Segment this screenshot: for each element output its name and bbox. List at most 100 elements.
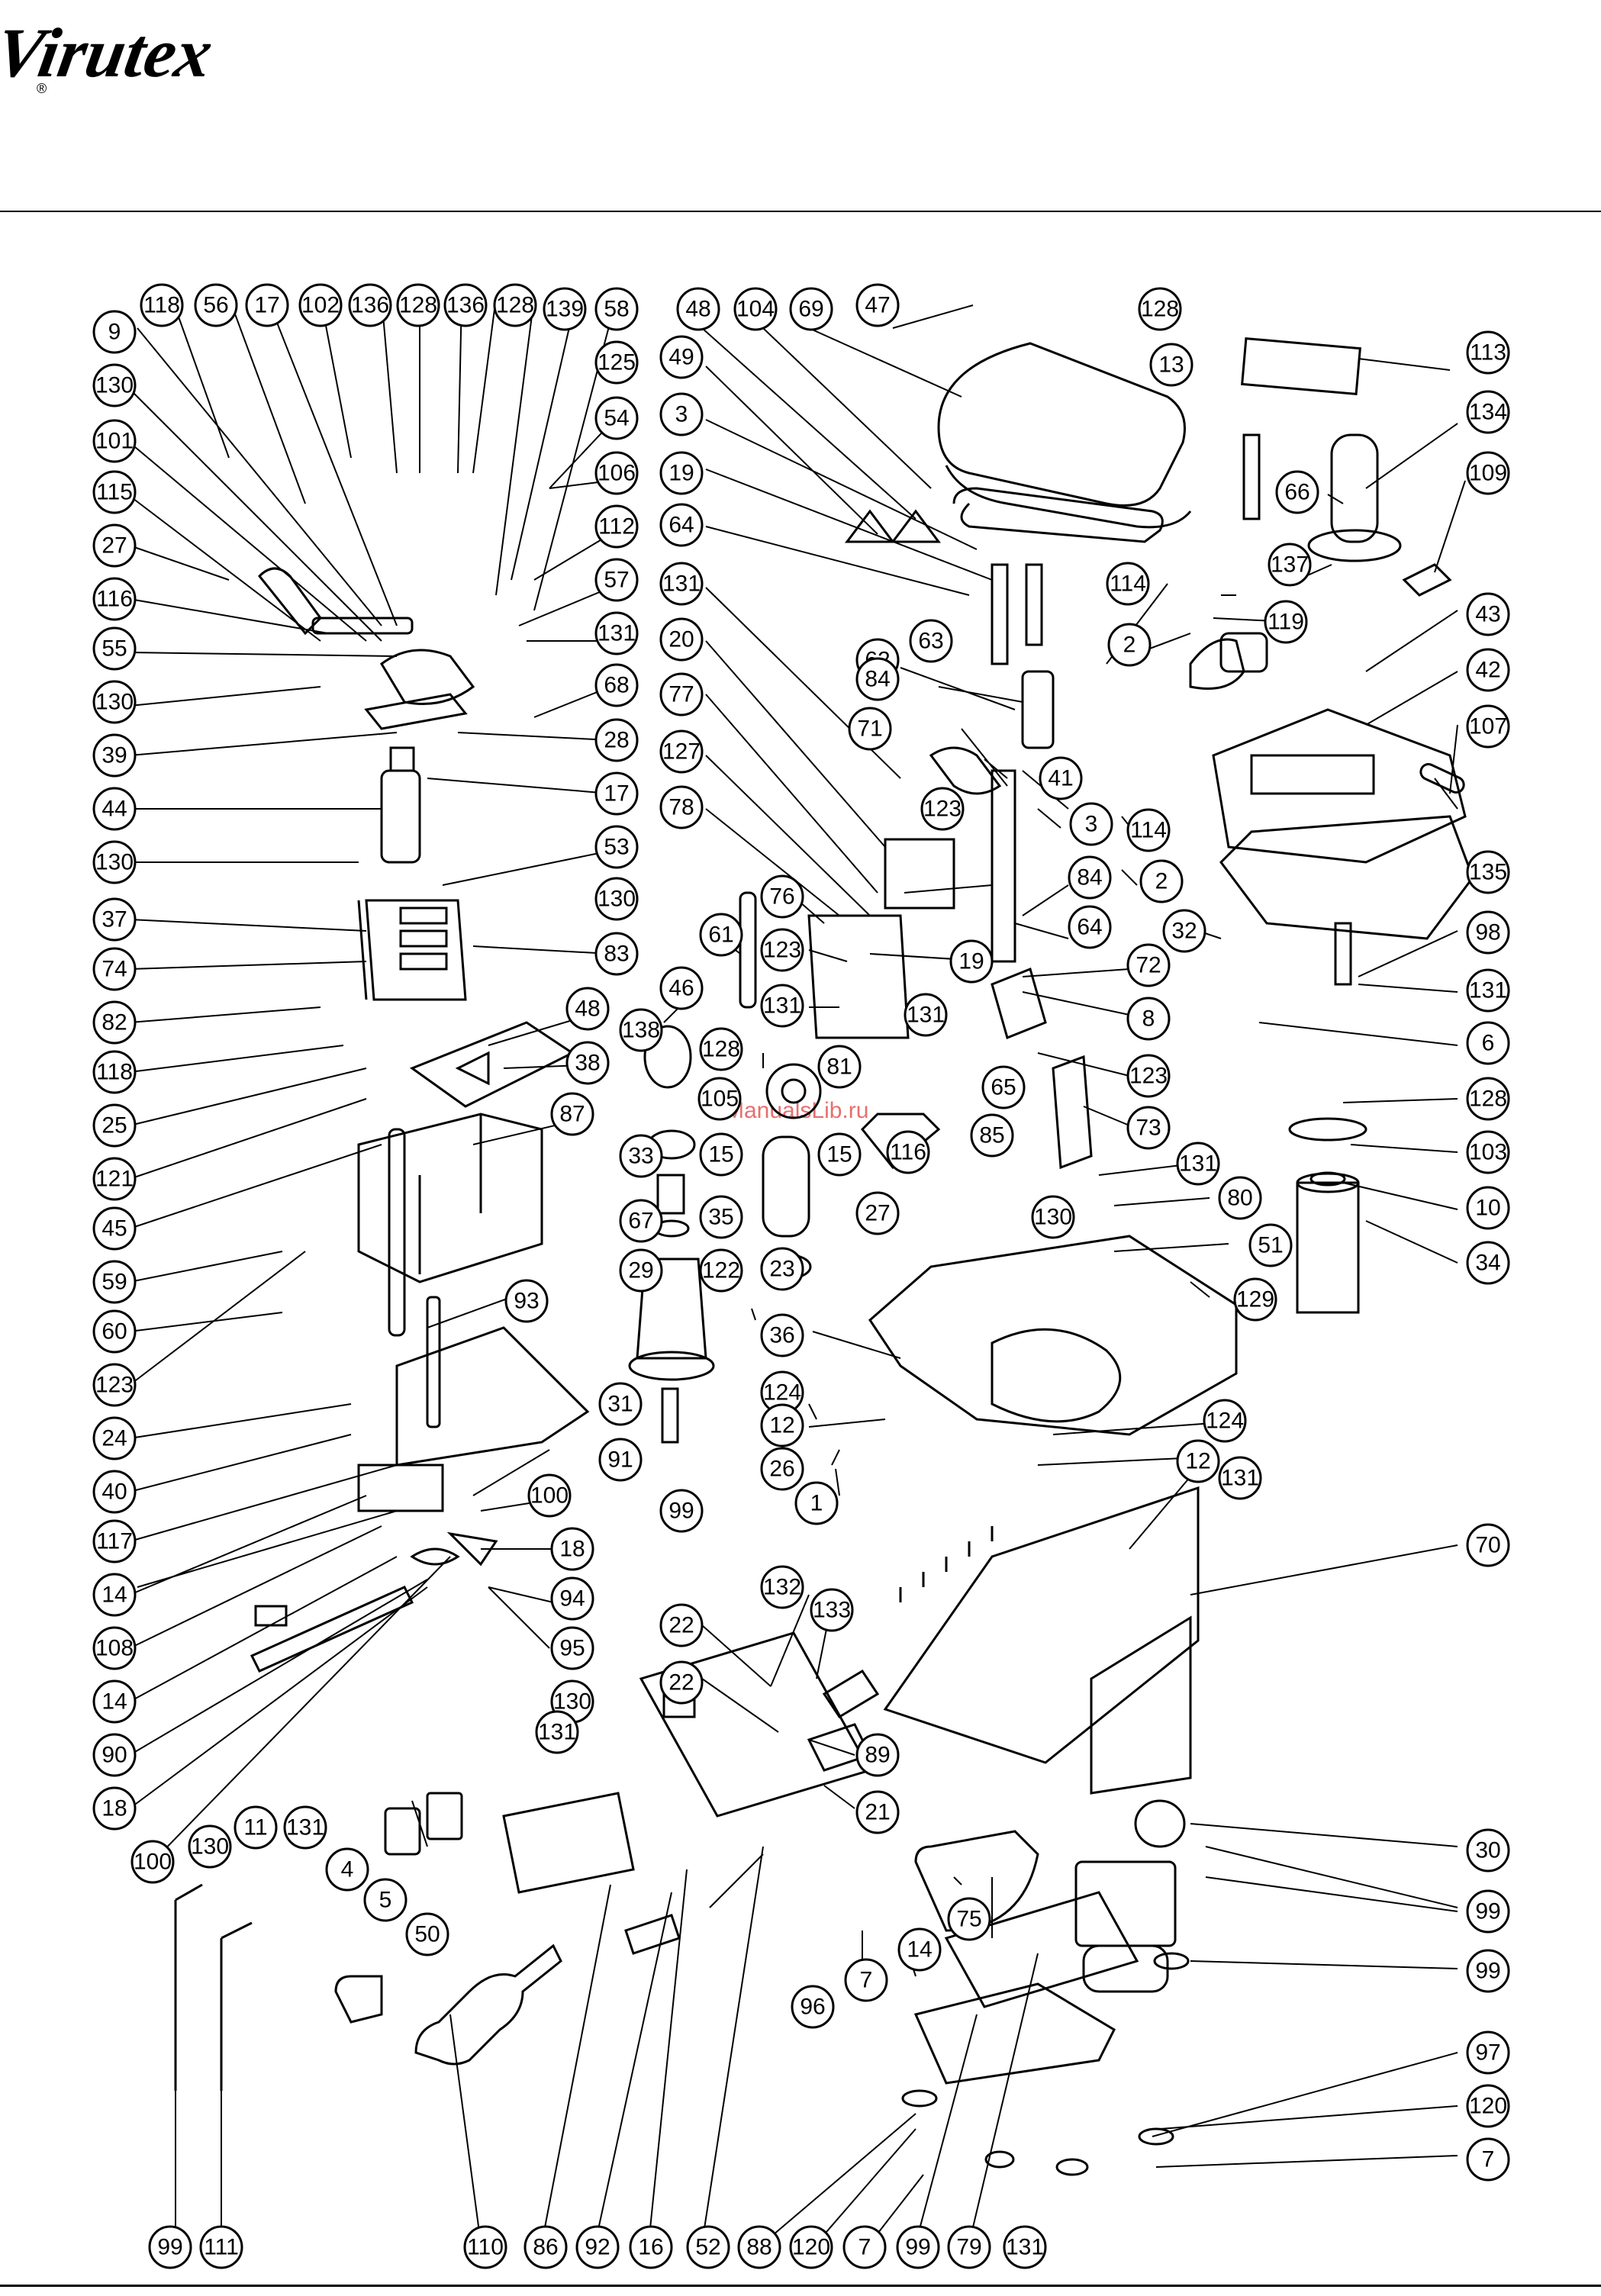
callout: 120 (789, 2225, 833, 2269)
svg-text:84: 84 (865, 667, 890, 692)
svg-text:120: 120 (1469, 2094, 1507, 2119)
callout: 1 (794, 1481, 839, 1525)
svg-text:91: 91 (607, 1447, 633, 1473)
callout: 65 (981, 1065, 1026, 1109)
callout: 124 (760, 1370, 804, 1415)
svg-text:73: 73 (1136, 1116, 1161, 1141)
svg-text:36: 36 (769, 1323, 794, 1348)
callout: 121 (92, 1157, 137, 1201)
callout: 115 (92, 470, 137, 514)
callout: 72 (1126, 943, 1171, 987)
callout: 20 (659, 617, 704, 662)
callout: 45 (92, 1206, 137, 1251)
svg-text:123: 123 (923, 797, 962, 822)
svg-text:11: 11 (243, 1815, 267, 1840)
callout: 43 (1466, 592, 1510, 636)
svg-text:131: 131 (662, 572, 701, 597)
callout: 6 (1466, 1021, 1510, 1065)
svg-text:128: 128 (1469, 1087, 1507, 1112)
svg-text:71: 71 (857, 716, 882, 742)
svg-text:139: 139 (546, 297, 584, 322)
callout: 57 (594, 558, 639, 602)
callout: 99 (148, 2225, 192, 2269)
svg-text:22: 22 (668, 1613, 694, 1638)
callout: 4 (325, 1847, 369, 1892)
svg-text:63: 63 (918, 629, 943, 654)
svg-text:78: 78 (668, 795, 694, 820)
svg-text:131: 131 (1469, 978, 1507, 1003)
callout: 48 (565, 987, 610, 1031)
svg-text:2: 2 (1155, 869, 1168, 894)
left-assembly-drawing (174, 567, 681, 2091)
callout: 98 (1466, 910, 1510, 955)
svg-text:130: 130 (95, 690, 134, 715)
callout: 71 (848, 707, 892, 751)
svg-text:79: 79 (956, 2235, 981, 2260)
callout: 22 (659, 1603, 704, 1647)
svg-text:58: 58 (604, 297, 629, 322)
callout: 36 (760, 1313, 804, 1357)
svg-text:68: 68 (604, 673, 629, 698)
callout: 9 (92, 310, 137, 354)
svg-text:114: 114 (1110, 572, 1146, 597)
callout: 130 (188, 1824, 232, 1869)
svg-text:82: 82 (101, 1010, 127, 1035)
svg-text:59: 59 (101, 1270, 127, 1295)
callout: 96 (791, 1985, 835, 2029)
callout: 133 (810, 1588, 854, 1632)
leader-lines (129, 297, 1466, 2244)
callout: 101 (92, 419, 137, 463)
svg-text:136: 136 (446, 293, 485, 318)
svg-text:96: 96 (800, 1995, 825, 2020)
svg-text:45: 45 (101, 1216, 127, 1241)
svg-text:131: 131 (538, 1720, 576, 1745)
svg-text:10: 10 (1475, 1196, 1500, 1221)
callout: 15 (699, 1132, 743, 1177)
svg-text:44: 44 (101, 797, 127, 822)
svg-text:99: 99 (668, 1499, 694, 1524)
callout: 82 (92, 1000, 137, 1045)
callout: 67 (619, 1199, 663, 1243)
callout: 102 (298, 283, 343, 327)
svg-text:51: 51 (1258, 1233, 1283, 1258)
callout: 114 (1106, 562, 1150, 606)
callout: 123 (1126, 1054, 1171, 1098)
callout: 129 (1233, 1277, 1277, 1322)
svg-text:14: 14 (101, 1689, 127, 1715)
callout: 131 (1218, 1456, 1262, 1500)
svg-text:54: 54 (604, 406, 629, 431)
callout: 130 (1031, 1195, 1075, 1239)
callout: 132 (760, 1565, 804, 1609)
callout: 59 (92, 1260, 137, 1304)
svg-text:19: 19 (958, 949, 984, 974)
callout: 99 (1466, 1889, 1510, 1934)
svg-text:26: 26 (769, 1457, 794, 1482)
callout: 122 (699, 1248, 743, 1293)
callout: 100 (527, 1473, 572, 1518)
callout: 15 (817, 1132, 862, 1177)
callout: 17 (594, 771, 639, 816)
svg-text:24: 24 (101, 1426, 127, 1451)
svg-text:37: 37 (101, 907, 127, 932)
callout: 128 (1466, 1077, 1510, 1121)
callout: 35 (699, 1195, 743, 1239)
callout: 55 (92, 626, 137, 671)
svg-text:76: 76 (769, 884, 794, 910)
callout: 70 (1466, 1523, 1510, 1567)
callout: 11 (234, 1805, 278, 1850)
callout: 19 (659, 451, 704, 495)
callout: 88 (737, 2225, 781, 2269)
svg-text:104: 104 (736, 297, 775, 322)
svg-text:38: 38 (575, 1051, 600, 1076)
callout: 128 (699, 1027, 743, 1071)
svg-text:128: 128 (702, 1037, 740, 1062)
svg-text:50: 50 (414, 1922, 440, 1947)
svg-text:48: 48 (685, 297, 710, 322)
callout: 127 (659, 729, 704, 774)
svg-text:103: 103 (1469, 1140, 1507, 1165)
callout: 40 (92, 1470, 137, 1514)
svg-text:87: 87 (559, 1102, 585, 1127)
callout: 113 (1466, 330, 1510, 375)
svg-text:9: 9 (108, 320, 121, 345)
